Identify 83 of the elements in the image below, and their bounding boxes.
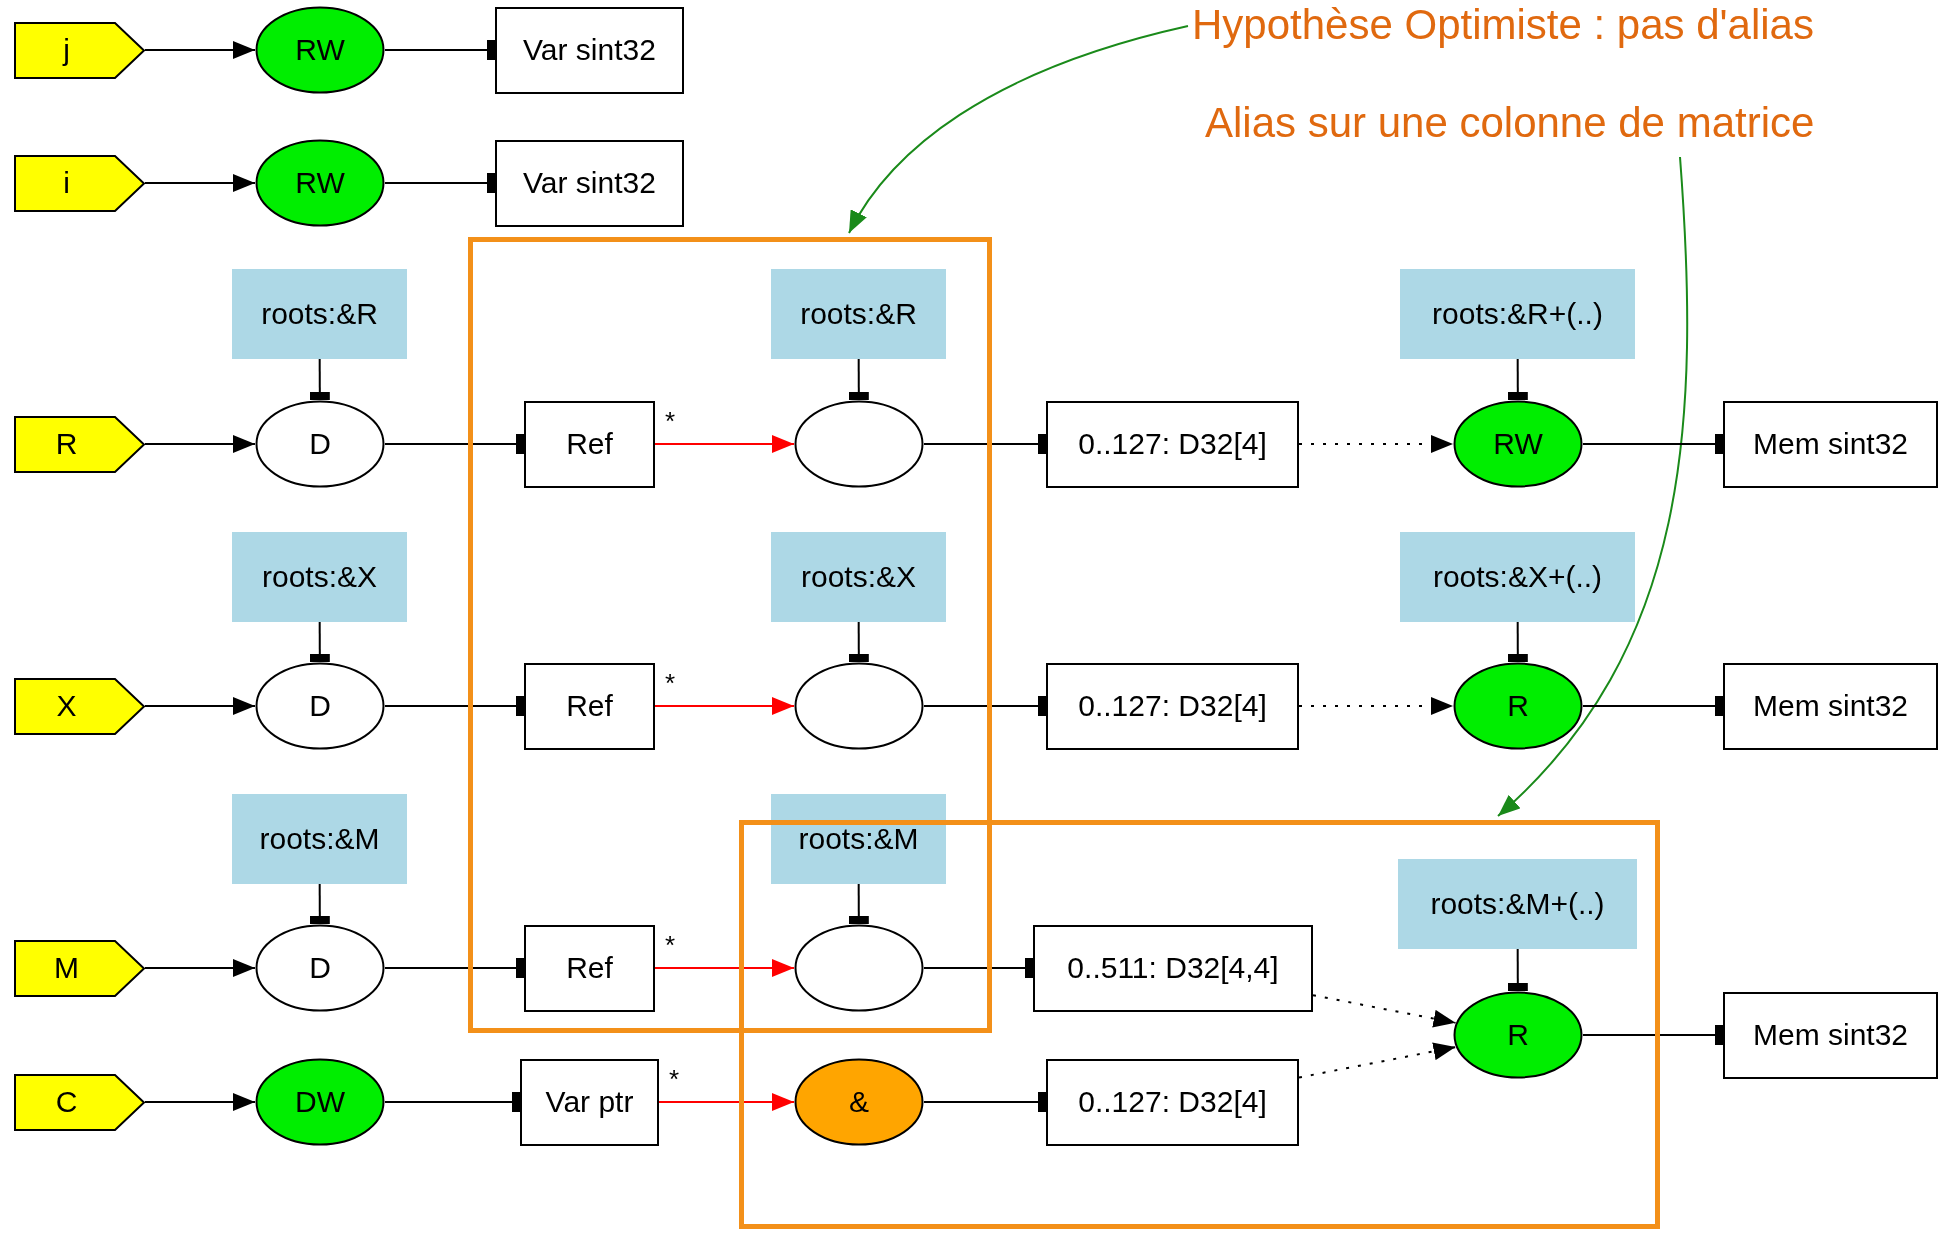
arrow xyxy=(1298,697,1454,715)
empty-ellipse xyxy=(794,924,924,1012)
connector xyxy=(384,696,525,716)
arrow xyxy=(144,959,256,977)
arrow xyxy=(1298,1042,1457,1079)
roots-label: roots:&M xyxy=(232,794,407,884)
ellipse-node: & xyxy=(794,1058,924,1146)
ellipse-node: R xyxy=(1453,662,1583,750)
ellipse-node: D xyxy=(255,400,385,488)
annotation-text: Hypothèse Optimiste : pas d'alias xyxy=(1192,0,1932,50)
type-box: 0..511: D32[4,4] xyxy=(1033,924,1313,1012)
empty-ellipse xyxy=(794,662,924,750)
connector xyxy=(1582,1025,1724,1045)
highlight-frame xyxy=(739,820,1660,1229)
arrow xyxy=(654,697,795,715)
connector xyxy=(1507,358,1528,401)
arrow xyxy=(654,959,795,977)
type-box: 0..127: D32[4] xyxy=(1046,662,1299,750)
connector xyxy=(923,696,1047,716)
type-box: 0..127: D32[4] xyxy=(1046,1058,1299,1146)
connector xyxy=(384,958,525,978)
leader-line xyxy=(1497,156,1688,817)
connector xyxy=(848,621,869,663)
ellipse-node: D xyxy=(255,924,385,1012)
roots-label: roots:&R+(..) xyxy=(1400,269,1635,359)
highlight-frame xyxy=(468,237,992,1033)
type-box: Var ptr xyxy=(520,1058,659,1146)
arrow xyxy=(654,435,795,453)
roots-label: roots:&M xyxy=(771,794,946,884)
type-box: Var sint32 xyxy=(495,139,684,227)
empty-ellipse xyxy=(794,400,924,488)
roots-label: roots:&X+(..) xyxy=(1400,532,1635,622)
type-box: Mem sint32 xyxy=(1723,400,1938,488)
arrow xyxy=(1312,994,1457,1028)
input-tag: i xyxy=(14,154,145,212)
input-tag: M xyxy=(14,939,145,997)
connector xyxy=(923,434,1047,454)
ellipse-node: DW xyxy=(255,1058,385,1146)
input-tag: j xyxy=(14,21,145,79)
connector xyxy=(309,883,330,925)
connector xyxy=(848,358,869,401)
connector xyxy=(309,358,330,401)
ellipse-node: RW xyxy=(255,6,385,94)
roots-label: roots:&R xyxy=(771,269,946,359)
arrow xyxy=(144,697,256,715)
roots-label: roots:&X xyxy=(771,532,946,622)
ellipse-node: RW xyxy=(255,139,385,227)
connector xyxy=(923,1092,1047,1112)
type-box: Ref xyxy=(524,400,655,488)
arrow xyxy=(1298,435,1454,453)
connector xyxy=(384,40,496,60)
arrow xyxy=(658,1093,795,1111)
type-box: Mem sint32 xyxy=(1723,991,1938,1079)
connector xyxy=(384,1092,521,1112)
connector xyxy=(1582,434,1724,454)
connector xyxy=(1507,621,1528,663)
leader-line xyxy=(848,25,1189,234)
connector xyxy=(384,434,525,454)
input-tag: R xyxy=(14,415,145,473)
ellipse-node: D xyxy=(255,662,385,750)
connector xyxy=(848,883,869,925)
ellipse-node: RW xyxy=(1453,400,1583,488)
type-box: Mem sint32 xyxy=(1723,662,1938,750)
connector xyxy=(384,173,496,193)
roots-label: roots:&M+(..) xyxy=(1398,859,1637,949)
connector xyxy=(1582,696,1724,716)
type-box: Var sint32 xyxy=(495,6,684,94)
ellipse-node: R xyxy=(1453,991,1583,1079)
type-box: Ref xyxy=(524,662,655,750)
annotation-text: Alias sur une colonne de matrice xyxy=(1205,95,1945,151)
connector xyxy=(1507,948,1528,992)
arrow xyxy=(144,41,256,59)
arrow xyxy=(144,435,256,453)
arrow xyxy=(144,1093,256,1111)
input-tag: C xyxy=(14,1073,145,1131)
type-box: 0..127: D32[4] xyxy=(1046,400,1299,488)
connector xyxy=(309,621,330,663)
roots-label: roots:&R xyxy=(232,269,407,359)
input-tag: X xyxy=(14,677,145,735)
type-box: Ref xyxy=(524,924,655,1012)
arrow xyxy=(144,174,256,192)
connector xyxy=(923,958,1034,978)
roots-label: roots:&X xyxy=(232,532,407,622)
